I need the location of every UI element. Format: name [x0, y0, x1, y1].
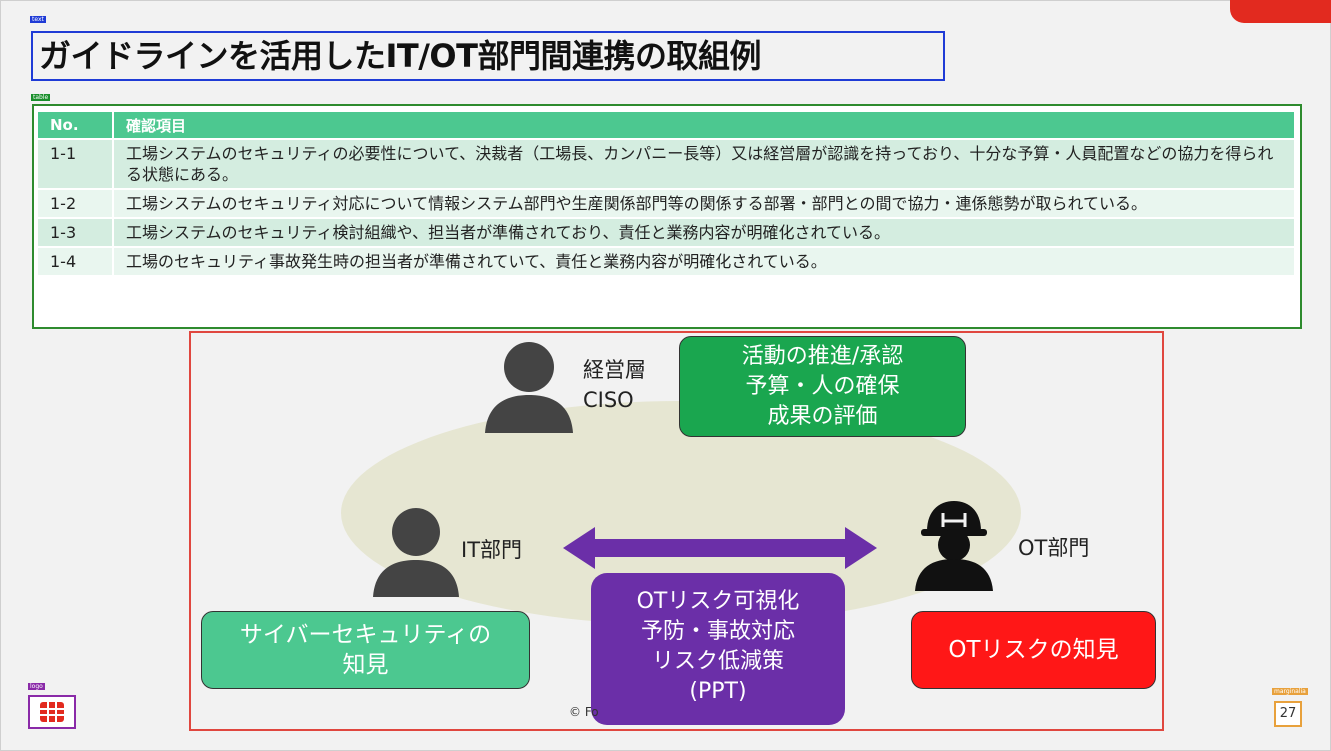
table-row: 1-2 工場システムのセキュリティ対応について情報システム部門や生産関係部門等の… [38, 188, 1296, 218]
ot-knowledge-box: OTリスクの知見 [911, 611, 1156, 689]
row-text: 工場システムのセキュリティ検討組織や、担当者が準備されており、責任と業務内容が明… [113, 217, 1296, 247]
ot-worker-helmet-icon [915, 501, 993, 591]
collaboration-diagram: 経営層 CISO 活動の推進/承認 予算・人の確保 成果の評価 IT部門 OT部… [189, 331, 1164, 731]
column-header-no: No. [38, 112, 114, 139]
company-logo [28, 695, 76, 729]
executive-role-line: 成果の評価 [767, 404, 878, 429]
table-header-row: No. 確認項目 [38, 112, 1296, 139]
ot-risk-box: OTリスク可視化 予防・事故対応 リスク低減策 (PPT) [591, 573, 845, 725]
row-text: 工場システムのセキュリティ対応について情報システム部門や生産関係部門等の関係する… [113, 188, 1296, 218]
bidirectional-arrow-icon [563, 527, 877, 569]
table-row: 1-4 工場のセキュリティ事故発生時の担当者が準備されていて、責任と業務内容が明… [38, 246, 1296, 275]
ot-risk-line: リスク低減策 [651, 649, 784, 674]
table-row: 1-3 工場システムのセキュリティ検討組織や、担当者が準備されており、責任と業務… [38, 217, 1296, 247]
row-number: 1-3 [38, 217, 114, 247]
layout-tag-logo: logo [28, 683, 45, 690]
row-number: 1-1 [38, 138, 114, 189]
ot-risk-line: 予防・事故対応 [640, 619, 795, 644]
executive-role-line: 活動の推進/承認 [741, 344, 904, 369]
executive-role-box: 活動の推進/承認 予算・人の確保 成果の評価 [679, 336, 966, 437]
checklist-table: No. 確認項目 1-1 工場システムのセキュリティの必要性について、決裁者（工… [32, 104, 1302, 329]
it-department-label: IT部門 [461, 538, 523, 562]
copyright-text: © Fo [569, 705, 599, 719]
page-title: ガイドラインを活用したIT/OT部門間連携の取組例 [31, 31, 945, 81]
layout-tag-table: table [31, 94, 51, 101]
row-text: 工場システムのセキュリティの必要性について、決裁者（工場長、カンパニー長等）又は… [113, 138, 1296, 189]
page-number: 27 [1274, 701, 1302, 727]
executive-role-line: 予算・人の確保 [745, 374, 900, 399]
executive-person-icon [485, 342, 573, 433]
row-text: 工場のセキュリティ事故発生時の担当者が準備されていて、責任と業務内容が明確化され… [113, 246, 1296, 275]
it-knowledge-line: 知見 [342, 652, 389, 678]
layout-tag-marginalia: marginalia [1272, 688, 1308, 695]
it-knowledge-box: サイバーセキュリティの 知見 [201, 611, 530, 689]
table-row: 1-1 工場システムのセキュリティの必要性について、決裁者（工場長、カンパニー長… [38, 138, 1296, 189]
ot-risk-line: (PPT) [689, 679, 747, 704]
ot-department-label: OT部門 [1018, 536, 1090, 560]
it-knowledge-line: サイバーセキュリティの [239, 622, 492, 648]
ot-risk-line: OTリスク可視化 [636, 589, 800, 614]
corner-accent [1230, 0, 1331, 23]
executive-label: 経営層 CISO [583, 355, 646, 415]
layout-tag-text: text [30, 16, 46, 23]
executive-label-line1: 経営層 [583, 358, 646, 382]
row-number: 1-4 [38, 246, 114, 275]
executive-label-line2: CISO [583, 388, 634, 412]
row-number: 1-2 [38, 188, 114, 218]
it-person-icon [373, 508, 459, 597]
column-header-item: 確認項目 [113, 112, 1296, 139]
fortinet-logo-icon [40, 702, 64, 722]
